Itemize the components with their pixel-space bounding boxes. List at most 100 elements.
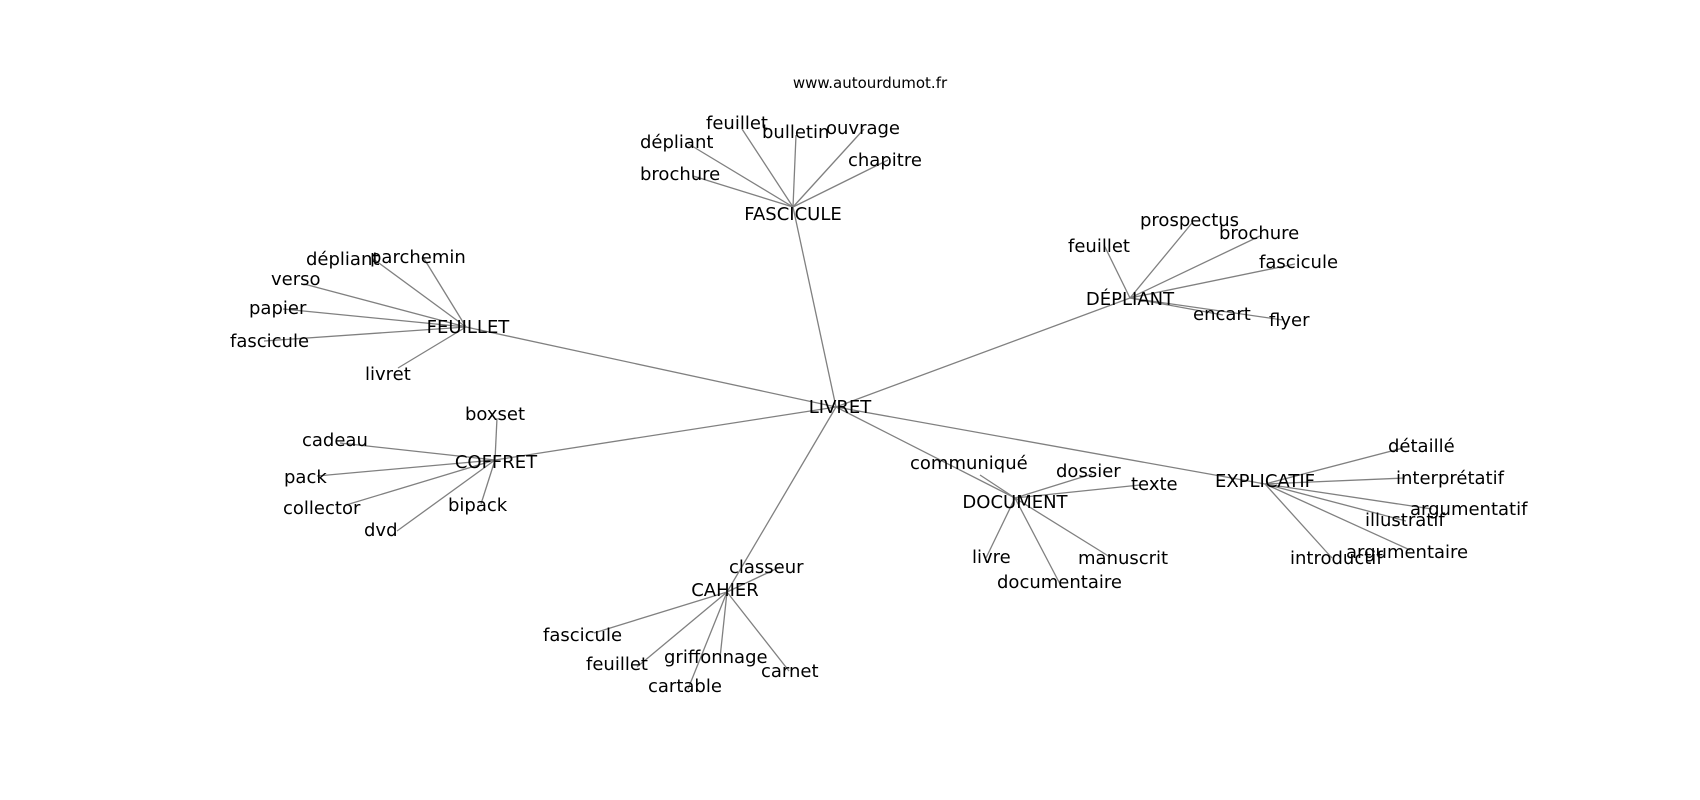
node-leaf: communiqué xyxy=(910,453,1028,474)
edge-coffret-leaf xyxy=(345,459,496,506)
edge-explicatif-leaf xyxy=(1264,483,1407,522)
edge-feuillet-leaf xyxy=(371,257,467,328)
edge-coffret-leaf xyxy=(494,417,498,461)
node-hub-cahier: CAHIER xyxy=(691,580,759,601)
node-leaf: illustratif xyxy=(1365,510,1445,531)
node-leaf: carnet xyxy=(761,661,819,682)
node-leaf: brochure xyxy=(1219,223,1299,244)
edge-cahier-leaf xyxy=(636,591,728,668)
node-leaf: livret xyxy=(365,364,411,385)
node-leaf: introductif xyxy=(1290,548,1383,569)
edge-coffret-leaf xyxy=(316,459,496,477)
node-leaf: pack xyxy=(284,467,327,488)
node-leaf: chapitre xyxy=(848,150,922,171)
node-leaf: dépliant xyxy=(640,132,713,153)
edge-cahier-leaf xyxy=(726,566,781,593)
edge-feuillet-leaf xyxy=(263,326,467,342)
node-leaf: fascicule xyxy=(230,331,309,352)
edge-feuillet-leaf xyxy=(422,256,467,328)
node-leaf: texte xyxy=(1131,474,1178,495)
edge-document-leaf xyxy=(985,497,1016,559)
edge-cahier-leaf xyxy=(687,591,728,690)
node-leaf: papier xyxy=(249,298,307,319)
edge-document-leaf xyxy=(1014,473,1093,499)
node-hub-explicatif: EXPLICATIF xyxy=(1215,471,1315,492)
site-watermark: www.autourdumot.fr xyxy=(793,74,948,92)
edge-depliant-leaf xyxy=(1129,222,1193,299)
edge-coffret-leaf xyxy=(339,442,496,461)
edge-depliant-leaf xyxy=(1103,244,1131,299)
node-center-livret: LIVRET xyxy=(809,397,873,418)
node-leaf: encart xyxy=(1193,304,1251,325)
node-leaf: feuillet xyxy=(706,113,768,134)
edge-fascicule-leaf xyxy=(686,142,794,208)
node-hub-fascicule: FASCICULE xyxy=(744,204,841,225)
node-leaf: interprétatif xyxy=(1396,468,1505,489)
edge-fascicule-leaf xyxy=(741,128,794,208)
node-leaf: classeur xyxy=(729,557,804,578)
node-leaf: détaillé xyxy=(1388,436,1455,457)
node-leaf: manuscrit xyxy=(1078,548,1168,569)
node-leaf: ouvrage xyxy=(826,118,900,139)
node-leaf: livre xyxy=(972,547,1011,568)
node-leaf: bulletin xyxy=(762,122,829,143)
edge-cahier-leaf xyxy=(593,591,728,634)
node-hub-coffret: COFFRET xyxy=(455,452,538,473)
edge-center-explicatif xyxy=(835,406,1266,485)
edge-document-leaf xyxy=(979,474,1016,499)
node-leaf: parchemin xyxy=(370,247,466,268)
node-leaf: cadeau xyxy=(302,430,368,451)
edge-cahier-leaf xyxy=(726,591,790,672)
edge-cahier-leaf xyxy=(719,591,728,659)
edge-depliant-leaf xyxy=(1129,235,1261,299)
node-leaf: boxset xyxy=(465,404,525,425)
edge-document-leaf xyxy=(1014,484,1141,499)
node-leaf: feuillet xyxy=(586,654,648,675)
edge-fascicule-leaf xyxy=(692,175,794,208)
edge-explicatif-leaf xyxy=(1264,483,1433,510)
edge-explicatif-leaf xyxy=(1264,447,1404,485)
node-hub-feuillet: FEUILLET xyxy=(427,317,511,338)
graph-edges xyxy=(263,128,1433,690)
node-leaf: fascicule xyxy=(1259,252,1338,273)
edge-feuillet-leaf xyxy=(397,326,467,369)
edge-explicatif-leaf xyxy=(1264,483,1333,559)
node-leaf: flyer xyxy=(1269,310,1310,331)
edge-center-cahier xyxy=(726,406,837,593)
edge-document-leaf xyxy=(1014,497,1111,558)
edge-feuillet-leaf xyxy=(282,308,467,328)
edge-coffret-leaf xyxy=(480,459,496,505)
edge-center-feuillet xyxy=(465,326,837,408)
node-leaf: collector xyxy=(283,498,361,519)
node-leaf: bipack xyxy=(448,495,508,516)
edge-document-leaf xyxy=(1014,497,1061,585)
edge-center-document xyxy=(835,406,1016,499)
node-leaf: cartable xyxy=(648,676,722,697)
node-hub-depliant: DÉPLIANT xyxy=(1086,288,1175,310)
node-leaf: fascicule xyxy=(543,625,622,646)
edge-depliant-leaf xyxy=(1129,263,1296,299)
node-hub-document: DOCUMENT xyxy=(962,492,1068,513)
node-leaf: dvd xyxy=(364,520,398,541)
edge-center-depliant xyxy=(835,297,1131,408)
node-leaf: griffonnage xyxy=(664,647,768,668)
node-leaf: documentaire xyxy=(997,572,1122,593)
node-leaf: argumentaire xyxy=(1346,542,1468,563)
node-leaf: dépliant xyxy=(306,249,379,270)
edge-explicatif-leaf xyxy=(1264,483,1411,551)
edge-coffret-leaf xyxy=(396,459,496,532)
node-leaf: dossier xyxy=(1056,461,1121,482)
node-leaf: prospectus xyxy=(1140,210,1239,231)
edge-center-coffret xyxy=(494,406,837,461)
node-leaf: brochure xyxy=(640,164,720,185)
edge-fascicule-leaf xyxy=(792,159,889,208)
edge-depliant-leaf xyxy=(1129,297,1284,321)
edge-feuillet-leaf xyxy=(303,283,467,328)
node-leaf: verso xyxy=(271,269,321,290)
edge-fascicule-leaf xyxy=(792,128,865,208)
graph-labels: LIVRETFASCICULEbrochuredépliantfeuilletb… xyxy=(230,113,1528,697)
node-leaf: feuillet xyxy=(1068,236,1130,257)
edge-fascicule-leaf xyxy=(792,134,797,208)
edge-center-fascicule xyxy=(792,206,837,408)
